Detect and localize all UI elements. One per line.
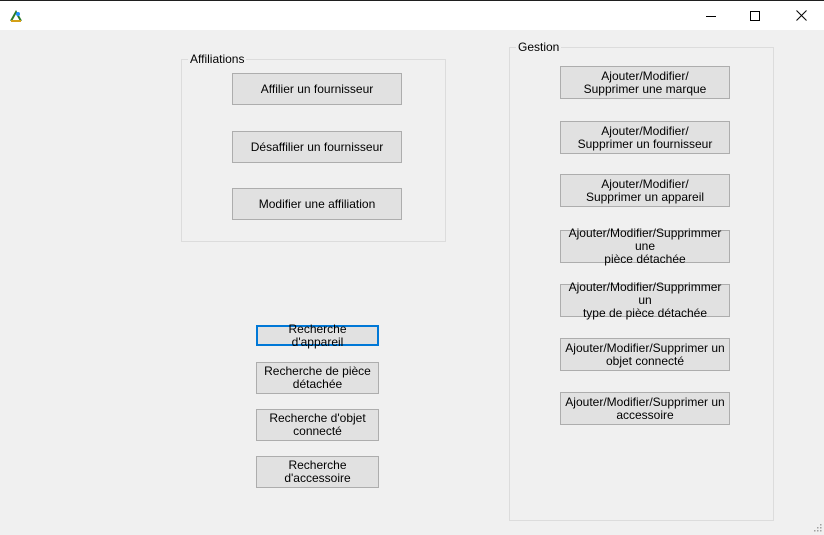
desaffilier-fournisseur-button[interactable]: Désaffilier un fournisseur: [232, 131, 402, 163]
recherche-accessoire-button[interactable]: Recherche d'accessoire: [256, 456, 379, 488]
gestion-objet-connecte-button[interactable]: Ajouter/Modifier/Supprimer un objet conn…: [560, 338, 730, 371]
modifier-affiliation-button[interactable]: Modifier une affiliation: [232, 188, 402, 220]
gestion-group: Gestion: [509, 40, 774, 521]
form-client-area: Affiliations Affilier un fournisseur Dés…: [0, 30, 824, 533]
gestion-piece-detachee-button[interactable]: Ajouter/Modifier/Supprimmer une pièce dé…: [560, 227, 730, 266]
gestion-marque-button[interactable]: Ajouter/Modifier/ Supprimer une marque: [560, 66, 730, 99]
resize-grip-icon[interactable]: [812, 521, 822, 532]
affilier-fournisseur-button[interactable]: Affilier un fournisseur: [232, 73, 402, 105]
gestion-type-piece-button[interactable]: Ajouter/Modifier/Supprimmer un type de p…: [560, 281, 730, 320]
gestion-fournisseur-button[interactable]: Ajouter/Modifier/ Supprimer un fournisse…: [560, 121, 730, 154]
gestion-group-title: Gestion: [518, 40, 560, 54]
gestion-appareil-button[interactable]: Ajouter/Modifier/ Supprimer un appareil: [560, 174, 730, 207]
minimize-button[interactable]: [688, 1, 734, 30]
minimize-icon: [706, 11, 716, 21]
affiliations-group-title: Affiliations: [190, 52, 245, 66]
gestion-accessoire-button[interactable]: Ajouter/Modifier/Supprimer un accessoire: [560, 392, 730, 425]
app-logo-icon: [9, 9, 23, 23]
title-bar[interactable]: [0, 0, 824, 30]
recherche-piece-detachee-button[interactable]: Recherche de pièce détachée: [256, 362, 379, 394]
maximize-icon: [750, 10, 760, 21]
close-button[interactable]: [778, 1, 824, 30]
affiliations-group: Affiliations: [181, 52, 446, 242]
close-icon: [795, 10, 807, 21]
recherche-appareil-button[interactable]: Recherche d'appareil: [256, 322, 379, 348]
maximize-button[interactable]: [732, 1, 778, 30]
recherche-objet-connecte-button[interactable]: Recherche d'objet connecté: [256, 409, 379, 441]
